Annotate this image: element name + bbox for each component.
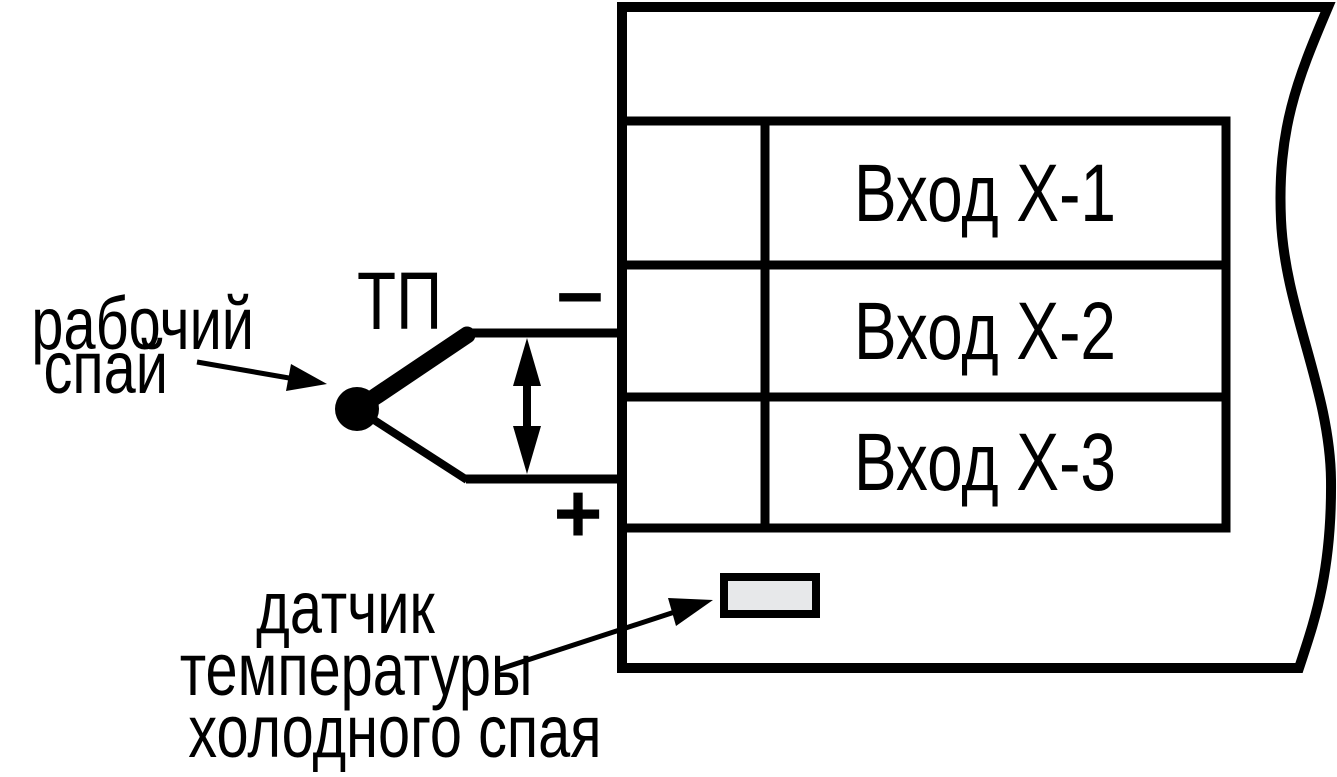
working-junction-label-line2: спай	[43, 326, 169, 409]
cold-junction-arrow-shaft	[496, 604, 691, 673]
cold-junction-label-line1: датчик	[255, 566, 435, 649]
cold-junction-label-line3: холодного спая	[188, 690, 602, 773]
cold-junction-label: датчик температуры холодного спая	[130, 566, 602, 769]
input-x2-cell: Вход Х-2	[755, 270, 1215, 393]
input-x3-label: Вход Х-3	[853, 417, 1116, 508]
thermoelectrode-thick	[348, 326, 476, 418]
thermocouple-label: ТП	[330, 261, 470, 343]
working-junction-dot	[335, 387, 379, 431]
cold-junction-label-line2: температуры	[179, 628, 533, 711]
thermocouple-label-text: ТП	[357, 256, 443, 347]
cold-junction-sensor	[720, 573, 820, 618]
input-x3-cell: Вход Х-3	[755, 402, 1215, 524]
input-x1-label: Вход Х-1	[853, 147, 1116, 239]
device-outline	[617, 2, 1337, 673]
input-x2-label: Вход Х-2	[853, 285, 1116, 377]
working-junction-label: рабочий спай	[0, 287, 254, 409]
input-terminal-block	[617, 116, 1231, 533]
dimension-arrowhead-down	[513, 426, 541, 474]
input-x1-cell: Вход Х-1	[755, 126, 1215, 261]
working-junction-arrowhead	[286, 364, 327, 391]
plus-polarity-sign: +	[553, 466, 603, 560]
cold-junction-arrowhead	[668, 598, 713, 626]
dimension-arrowhead-up	[513, 338, 541, 386]
minus-polarity-sign: –	[556, 244, 604, 338]
